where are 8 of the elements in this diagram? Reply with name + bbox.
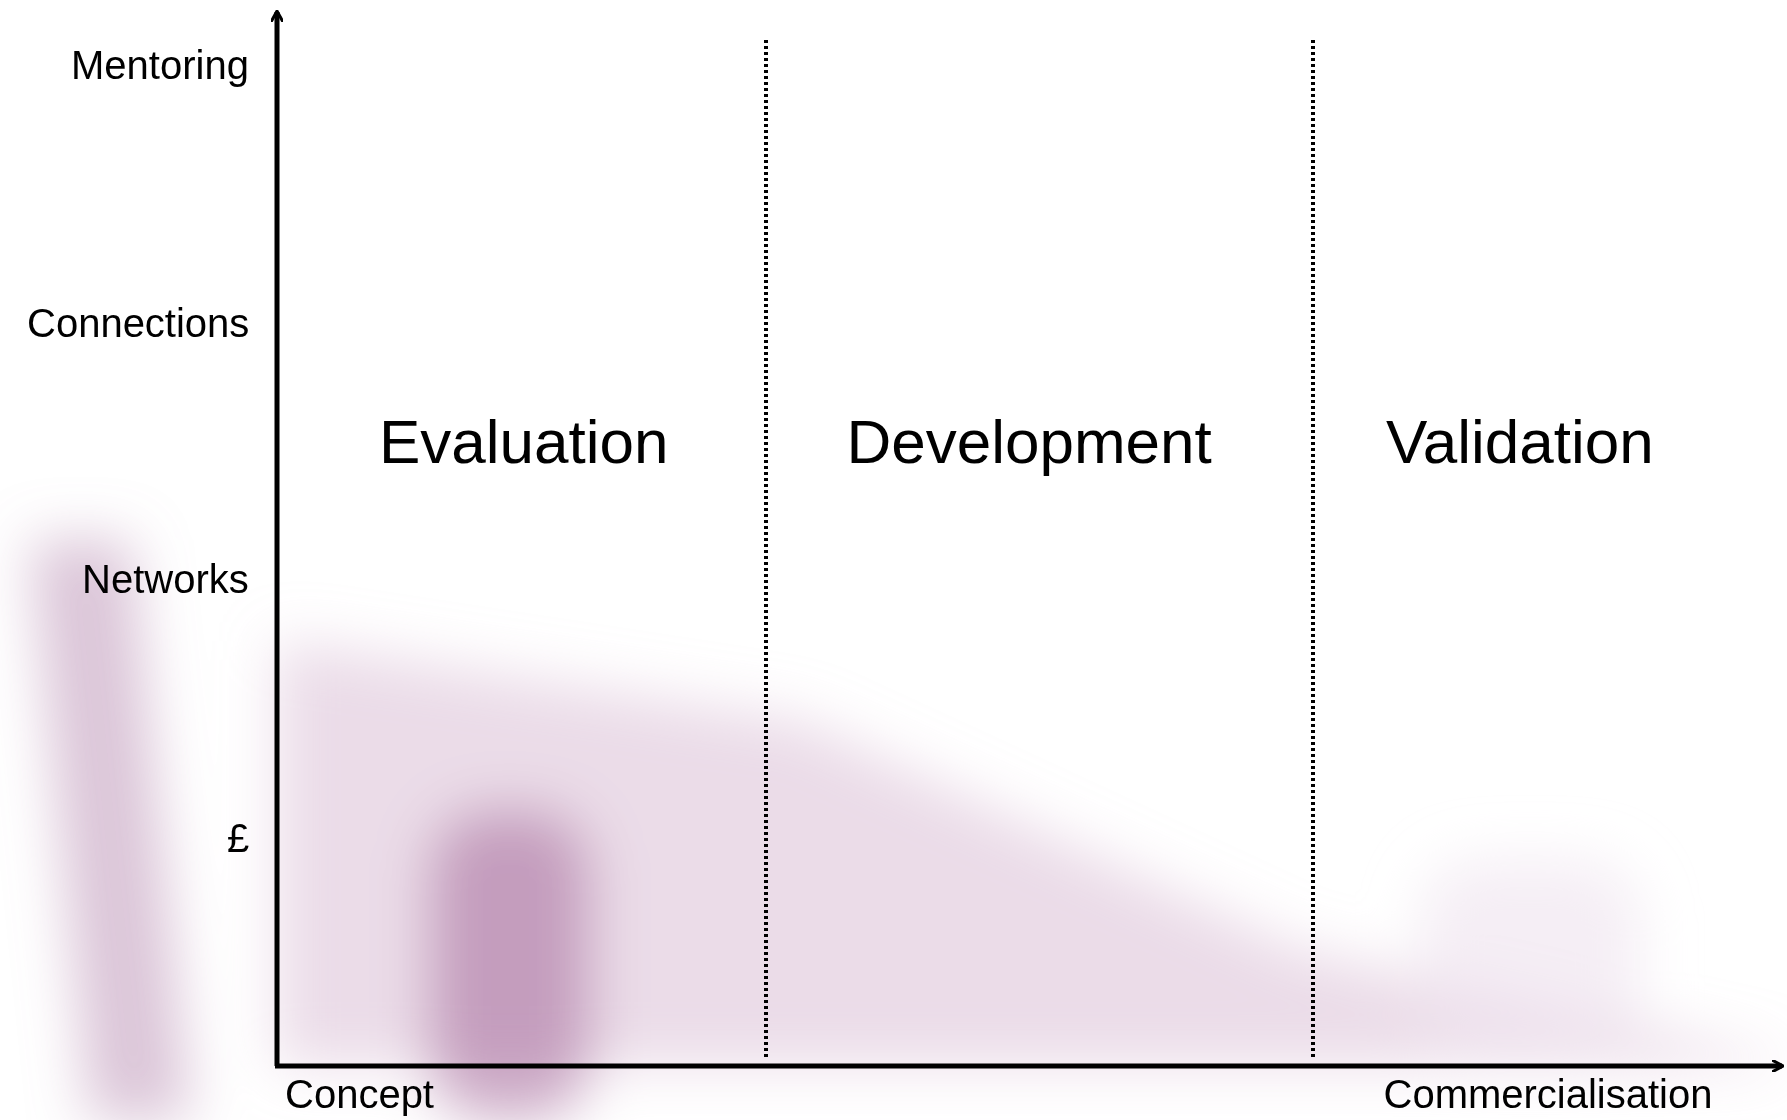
axis-label: Mentoring: [71, 45, 249, 85]
axis-label: Networks: [82, 559, 249, 599]
axis-label: £: [227, 818, 250, 858]
axis-label: Concept: [285, 1074, 434, 1114]
axis-label: Commercialisation: [1383, 1074, 1713, 1114]
axis-label: Connections: [27, 303, 250, 343]
phase-label: Validation: [1386, 411, 1654, 473]
phase-label: Evaluation: [379, 411, 669, 473]
